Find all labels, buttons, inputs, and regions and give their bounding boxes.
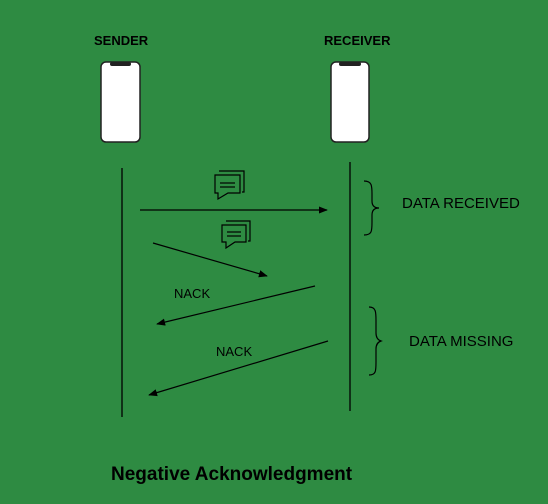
data-received-brace bbox=[363, 180, 380, 236]
data-missing-brace bbox=[368, 306, 383, 376]
data-missing-label: DATA MISSING bbox=[409, 333, 514, 350]
nack-1-arrow bbox=[156, 285, 316, 326]
message-2-arrow bbox=[152, 242, 268, 278]
nack-2-label: NACK bbox=[216, 344, 253, 359]
nack-2-arrow bbox=[148, 340, 329, 397]
receiver-phone-icon bbox=[330, 61, 370, 143]
diagram-title: Negative Acknowledgment bbox=[111, 464, 353, 485]
message-2-chat-bubble-icon bbox=[221, 220, 251, 250]
message-1-chat-bubble-icon bbox=[214, 170, 245, 201]
sender-phone-icon bbox=[100, 61, 141, 143]
nack-1-label: NACK bbox=[174, 286, 211, 301]
data-received-label: DATA RECEIVED bbox=[402, 195, 520, 212]
receiver-label: RECEIVER bbox=[324, 33, 391, 48]
sender-label: SENDER bbox=[94, 33, 149, 48]
